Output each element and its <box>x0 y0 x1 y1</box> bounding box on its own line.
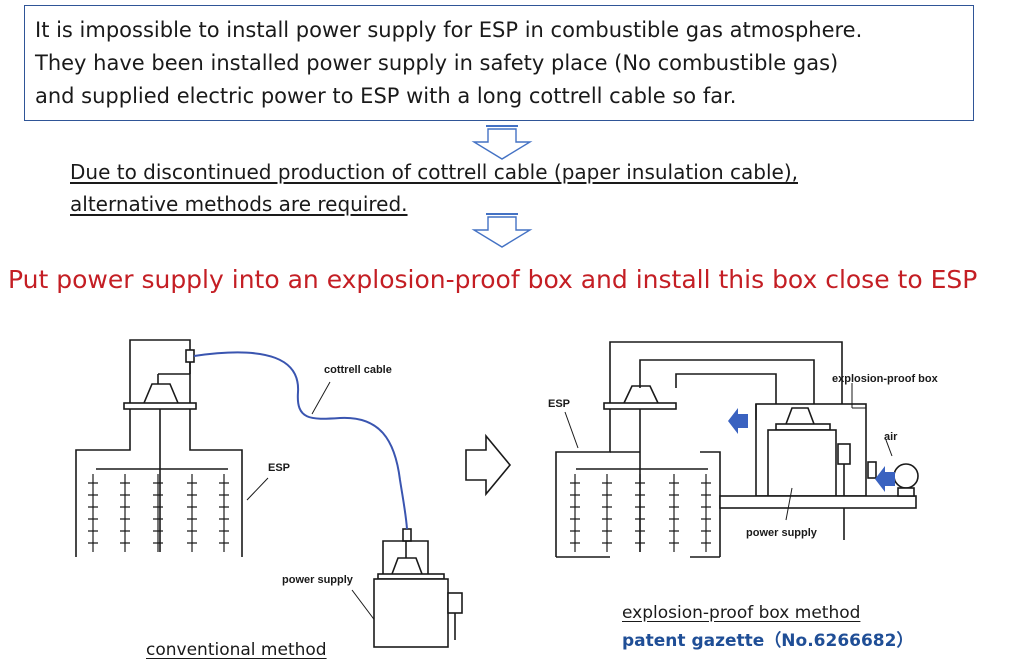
air-flow-arrow-icon <box>728 408 748 434</box>
down-arrow-icon <box>471 125 533 160</box>
note-line-1: Due to discontinued production of cottre… <box>70 160 798 184</box>
note-line-2: alternative methods are required. <box>70 192 408 216</box>
explosion-proof-diagram <box>555 341 919 558</box>
caption-conventional: conventional method <box>146 640 327 660</box>
headline: Put power supply into an explosion-proof… <box>8 265 978 294</box>
intro-box: It is impossible to install power supply… <box>24 5 974 121</box>
intro-line-3: and supplied electric power to ESP with … <box>35 84 737 108</box>
label-esp-conventional: ESP <box>268 462 291 474</box>
conventional-diagram <box>75 339 463 648</box>
caption-explosion-proof: explosion-proof box method <box>622 603 861 623</box>
cottrell-cable <box>193 351 408 530</box>
label-explosion-proof-box: explosion-proof box <box>832 373 938 385</box>
intro-line-1: It is impossible to install power supply… <box>35 18 863 42</box>
label-esp-explosion: ESP <box>548 398 571 410</box>
label-air: air <box>884 431 898 443</box>
right-arrow-icon <box>465 433 512 497</box>
intro-line-2: They have been installed power supply in… <box>35 51 839 75</box>
air-flow-arrow-icon <box>875 466 895 492</box>
label-power-supply-explosion: power supply <box>746 527 817 539</box>
down-arrow-icon <box>471 213 533 248</box>
patent-reference: patent gazette（No.6266682） <box>622 631 914 651</box>
label-cottrell-cable: cottrell cable <box>324 364 392 376</box>
label-power-supply-conventional: power supply <box>282 574 353 586</box>
